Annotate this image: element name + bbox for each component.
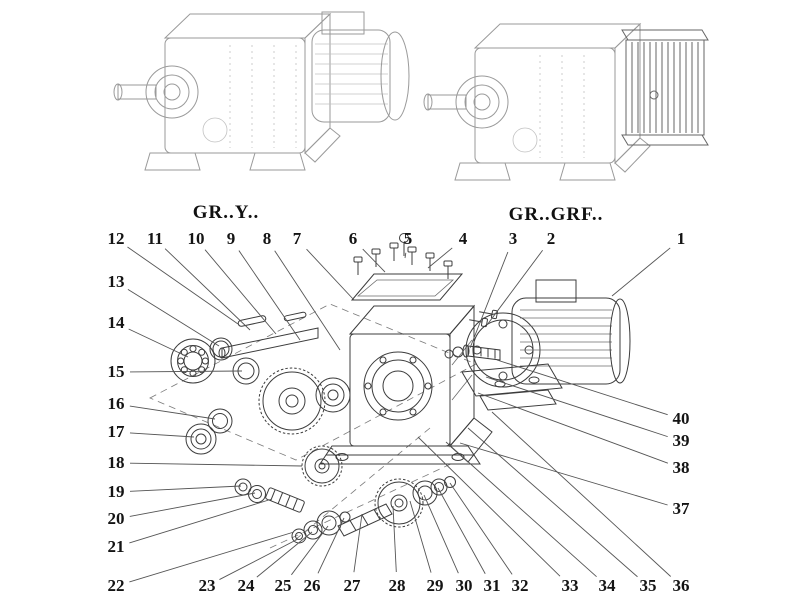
output-gear: [374, 478, 424, 528]
top-cover-plate: [350, 273, 464, 301]
leader-line-13: [127, 289, 220, 347]
finned-motor-iso-right: [621, 29, 709, 146]
leader-line-18: [129, 462, 303, 467]
leader-line-24: [256, 531, 313, 578]
motor-shaft-washers: [444, 346, 464, 359]
shaft-keys: [237, 311, 307, 327]
isometric-view-gr-grf: [423, 22, 709, 181]
input-shaft-iso-left: [113, 83, 157, 101]
leader-line-12: [127, 246, 239, 325]
leader-line-36: [491, 411, 672, 577]
leader-line-23: [219, 538, 299, 580]
mounting-feet-iso-right: [454, 137, 651, 181]
ball-bearing-left: [185, 423, 217, 455]
leader-line-30: [423, 494, 459, 574]
gearbox-housing: [319, 304, 493, 465]
leader-line-1: [611, 247, 671, 297]
leader-line-35: [467, 427, 638, 578]
leader-line-4: [427, 247, 453, 269]
leader-line-29: [409, 500, 432, 573]
leader-line-10: [204, 249, 277, 335]
exploded-view: [149, 233, 631, 549]
model-label-gr-grf: GR..GRF..: [508, 204, 604, 225]
input-shaft-iso-right: [423, 93, 467, 111]
retaining-ring: [207, 408, 233, 434]
leader-line-27: [353, 513, 363, 573]
roller-bearing-input: [170, 338, 216, 384]
leader-line-11: [164, 248, 251, 331]
motor-pinion-shaft: [462, 344, 501, 361]
leader-line-40: [496, 359, 668, 416]
leader-line-32: [449, 482, 513, 575]
output-circlip: [444, 476, 456, 488]
leader-line-39: [485, 376, 668, 438]
leader-line-34: [445, 441, 597, 578]
model-label-gr-y: GR..Y..: [192, 202, 260, 223]
motor-iso-left: [311, 11, 410, 123]
leader-line-20: [129, 492, 256, 517]
gearbox-housing-iso-right: [455, 22, 642, 165]
leader-line-15: [129, 370, 243, 373]
motor-body: [511, 279, 631, 385]
leader-line-37: [459, 442, 668, 506]
output-bearing: [316, 510, 342, 536]
leader-line-17: [129, 432, 195, 438]
output-ring-small: [339, 511, 351, 523]
second-stage-gear: [301, 445, 343, 487]
leader-line-21: [129, 498, 273, 544]
gearbox-housing-iso-left: [145, 12, 332, 155]
leader-line-14: [128, 328, 189, 358]
output-bearing-2: [412, 480, 438, 506]
intermediate-gear: [315, 377, 351, 413]
output-shaft: [337, 503, 393, 537]
leader-line-26: [317, 517, 345, 574]
leader-line-2: [486, 249, 544, 326]
breather-plug: [399, 233, 409, 256]
leader-line-3: [469, 251, 509, 349]
output-washer-2: [303, 520, 323, 540]
circlip-ring: [209, 337, 233, 361]
leader-line-31: [437, 487, 486, 574]
leader-line-33: [417, 436, 561, 577]
leader-line-19: [129, 485, 242, 492]
leader-line-9: [238, 250, 301, 341]
leader-line-28: [392, 505, 397, 573]
pinion-shaft-small: [265, 487, 305, 513]
leader-line-38: [477, 392, 669, 464]
base-bracket: [461, 363, 563, 411]
large-helical-gear: [258, 367, 326, 435]
mounting-feet-iso-left: [144, 127, 341, 171]
isometric-view-gr-y: [113, 11, 410, 171]
leader-line-6: [362, 248, 386, 273]
leader-line-22: [129, 531, 295, 583]
leader-line-16: [129, 405, 216, 420]
leader-line-8: [274, 250, 341, 351]
leader-line-25: [291, 525, 329, 576]
input-shaft: [218, 327, 319, 359]
leader-line-5: [404, 252, 407, 259]
callout-leader-lines: [127, 246, 672, 583]
leader-line-7: [306, 248, 355, 301]
